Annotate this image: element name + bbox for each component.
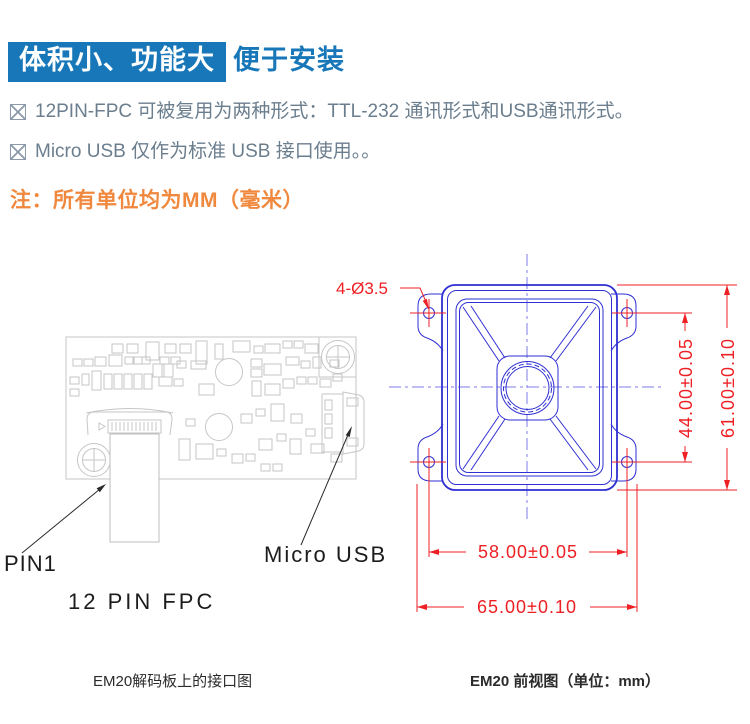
screw-hole xyxy=(318,336,357,378)
pcb-board-outline xyxy=(65,336,357,480)
screw-hole xyxy=(77,443,111,477)
micro-usb-arrow xyxy=(300,426,352,546)
pcb-diagram xyxy=(21,336,365,554)
fpc-label: 12 PIN FPC xyxy=(68,589,216,614)
lens xyxy=(496,355,559,421)
svg-text:61.00±0.10: 61.00±0.10 xyxy=(718,338,738,438)
ballot-box-x-icon xyxy=(10,103,26,120)
bullet-text: 12PIN-FPC 可被复用为两种形式：TTL-232 通讯形式和USB通讯形式… xyxy=(35,101,634,122)
micro-usb-label: Micro USB xyxy=(264,542,388,567)
svg-text:65.00±0.10: 65.00±0.10 xyxy=(477,597,577,617)
bullet-line: Micro USB 仅作为标准 USB 接口使用。。 xyxy=(10,140,380,164)
pin1-arrow xyxy=(21,484,106,554)
page-title: 体积小、功能大 便于安装 xyxy=(8,42,345,82)
dim-65: 65.00±0.10 xyxy=(417,597,637,617)
dimension-extension-lines xyxy=(410,284,737,612)
front-view-caption: EM20 前视图（单位：mm） xyxy=(469,673,661,690)
dim-44: 44.00±0.05 xyxy=(676,313,696,462)
fpc-ribbon-cable xyxy=(109,433,160,543)
bullet-text: Micro USB 仅作为标准 USB 接口使用。。 xyxy=(35,141,381,162)
pcb-components xyxy=(69,340,343,472)
hole-callout: 4-Ø3.5 xyxy=(336,279,429,310)
micro-usb-connector xyxy=(321,391,365,455)
title-highlight: 体积小、功能大 xyxy=(8,42,226,82)
unit-note: 注：所有单位均为MM（毫米） xyxy=(10,189,304,212)
device-body xyxy=(441,284,618,491)
bullet-line: 12PIN-FPC 可被复用为两种形式：TTL-232 通讯形式和USB通讯形式… xyxy=(10,100,634,124)
svg-text:58.00±0.05: 58.00±0.05 xyxy=(478,542,578,562)
mounting-ears xyxy=(417,293,637,482)
ballot-box-x-icon xyxy=(10,143,26,160)
pcb-caption: EM20解码板上的接口图 xyxy=(93,673,253,690)
dim-58: 58.00±0.05 xyxy=(429,542,627,562)
dim-61: 61.00±0.10 xyxy=(718,285,738,490)
fpc-connector xyxy=(85,408,174,436)
front-view-drawing: 44.00±0.05 61.00±0.10 58.00±0.05 65.00±0… xyxy=(336,254,738,617)
pin1-label: PIN1 xyxy=(4,551,57,576)
title-rest: 便于安装 xyxy=(233,45,345,75)
svg-text:44.00±0.05: 44.00±0.05 xyxy=(676,338,696,438)
svg-text:4-Ø3.5: 4-Ø3.5 xyxy=(336,279,388,298)
